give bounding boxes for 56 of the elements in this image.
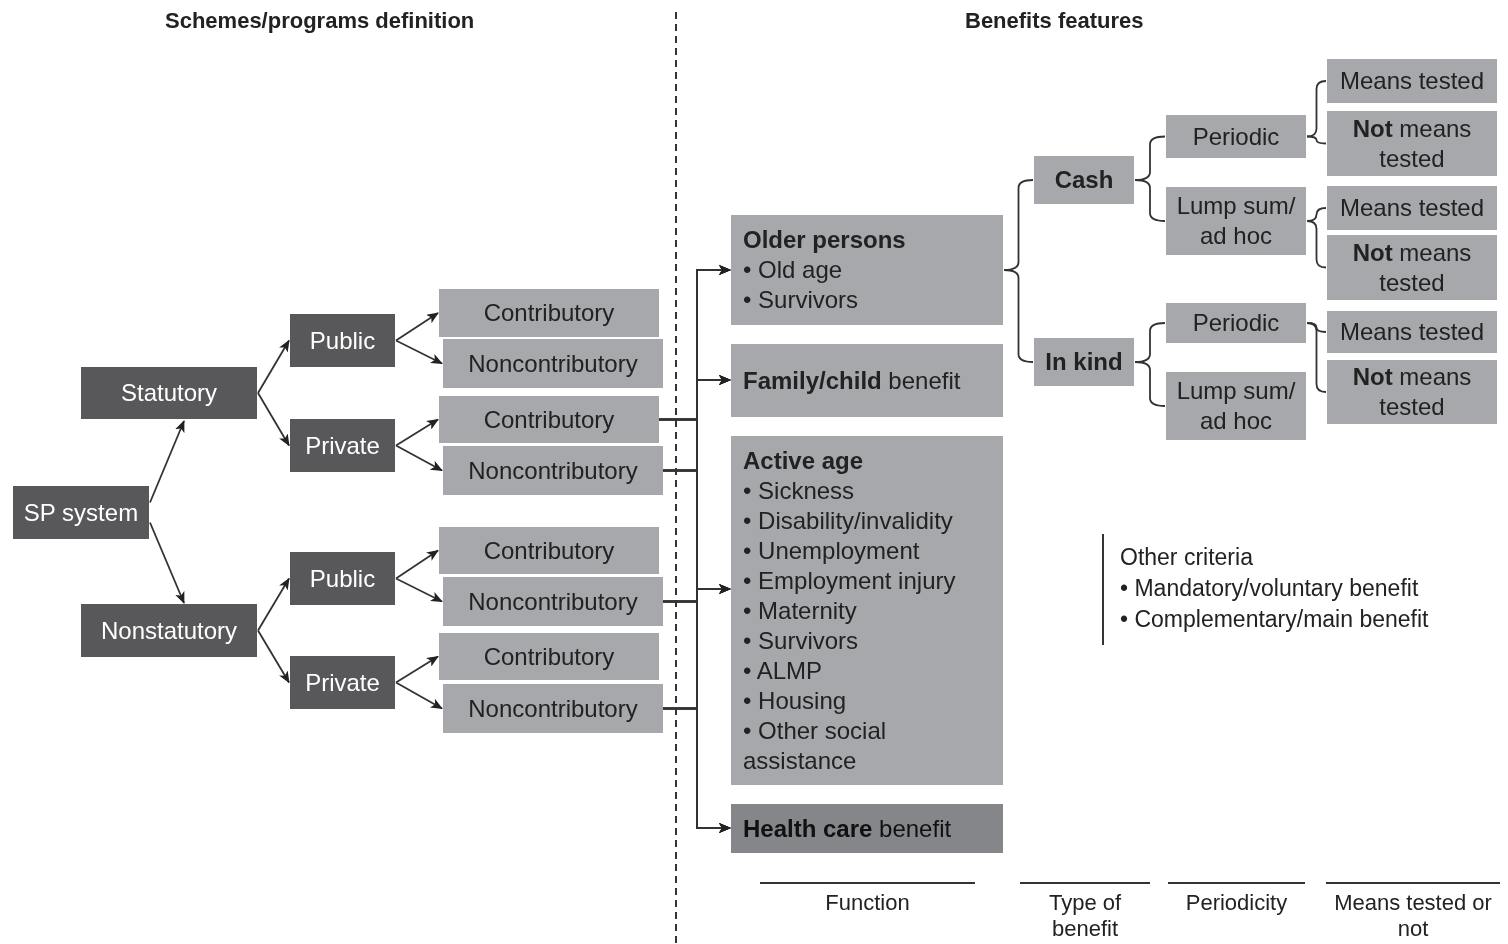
category-box: Public (290, 314, 395, 367)
column-label: Periodicity (1168, 882, 1305, 916)
category-box: In kind (1034, 338, 1134, 386)
category-box: Noncontributory (443, 339, 663, 388)
category-box: Nonstatutory (81, 604, 257, 657)
category-box: Public (290, 552, 395, 605)
arrow (662, 707, 731, 833)
category-box: Not means tested (1327, 111, 1497, 176)
arrow (395, 577, 443, 603)
note-item: • Complementary/main benefit (1120, 605, 1429, 634)
category-box: Contributory (439, 633, 659, 680)
category-box: Not means tested (1327, 235, 1497, 300)
category-box: Means tested (1327, 311, 1497, 353)
arrow (395, 339, 443, 365)
category-box: Noncontributory (443, 577, 663, 626)
category-box: Lump sum/ ad hoc (1166, 372, 1306, 440)
category-box: Means tested (1327, 59, 1497, 103)
function-box: Family/child benefit (731, 344, 1003, 417)
category-box: Noncontributory (443, 446, 663, 495)
column-label: Function (760, 882, 975, 916)
category-box: SP system (13, 486, 149, 539)
column-label: Means tested or not (1326, 882, 1500, 942)
category-box: Private (290, 656, 395, 709)
category-box: Contributory (439, 289, 659, 337)
arrow (149, 420, 185, 504)
function-box: Older persons • Old age • Survivors (731, 215, 1003, 325)
category-box: Lump sum/ ad hoc (1166, 187, 1306, 255)
section-heading: Schemes/programs definition (165, 8, 475, 34)
bracket-line (1306, 135, 1327, 145)
note-heading: Other criteria (1120, 543, 1253, 572)
arrow (395, 312, 439, 342)
category-box: Not means tested (1327, 360, 1497, 424)
category-box: Contributory (439, 396, 659, 443)
arrow (257, 339, 290, 394)
arrow (395, 444, 443, 472)
function-box: Active age • Sickness • Disability/invalidity • Unemployment • Employment injury • Maternity • Survivors • ALMP • Housing • Other social assistance (731, 436, 1003, 785)
category-box: Means tested (1327, 186, 1497, 230)
arrow (395, 549, 439, 580)
arrow (395, 418, 439, 447)
category-box: Contributory (439, 527, 659, 574)
category-box: Periodic (1166, 303, 1306, 343)
arrow (257, 629, 290, 684)
category-box: Cash (1034, 156, 1134, 204)
arrow (149, 521, 185, 604)
category-box: Private (290, 419, 395, 472)
function-box: Health care benefit (731, 804, 1003, 853)
section-heading: Benefits features (965, 8, 1144, 34)
column-label: Type of benefit (1020, 882, 1150, 942)
arrow (257, 577, 290, 632)
arrow (395, 681, 443, 710)
arrow (395, 655, 439, 684)
category-box: Statutory (81, 367, 257, 419)
note-item: • Mandatory/voluntary benefit (1120, 574, 1419, 603)
category-box: Periodic (1166, 115, 1306, 158)
category-box: Noncontributory (443, 684, 663, 733)
arrow (257, 392, 290, 447)
